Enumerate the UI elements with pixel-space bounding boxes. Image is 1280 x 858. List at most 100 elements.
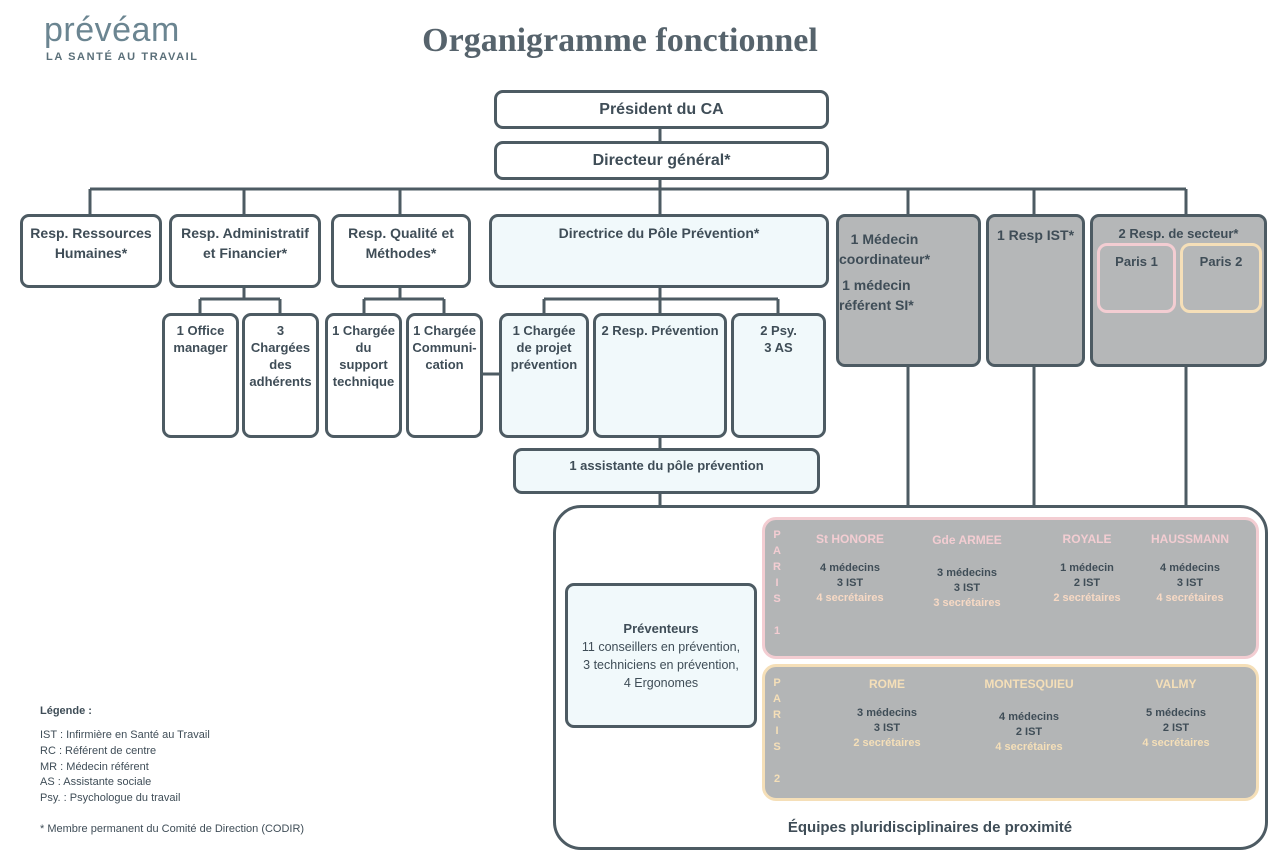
site-secretaires: 3 secrétaires (933, 597, 1001, 609)
site-medecins: 3 médecins (857, 707, 917, 719)
president-label: Président du CA (599, 100, 724, 118)
site-name: HAUSSMANN (1151, 532, 1229, 546)
assistante-label: 1 assistante du pôle prévention (569, 458, 764, 473)
medecin-label: 1 Médecin coordinateur* (839, 231, 931, 267)
site-secretaires: 4 secrétaires (995, 741, 1063, 753)
site-secretaires: 4 secrétaires (1156, 592, 1224, 604)
paris1-letters: P A R I S 1 (770, 527, 784, 639)
site-ist: 3 IST (873, 722, 901, 734)
site-ist: 3 IST (1176, 577, 1204, 589)
letter: P (773, 677, 781, 689)
site-ist: 2 IST (1073, 577, 1101, 589)
prevention-box: Directrice du Pôle Prévention* (489, 214, 829, 288)
legend-item: AS : Assistante sociale (40, 776, 152, 788)
site-name: St HONORE (815, 532, 884, 546)
letter: R (773, 709, 781, 721)
preventeurs-text: 11 conseillers en prévention, 3 technici… (581, 639, 741, 690)
paris1-sub-label: Paris 1 (1115, 254, 1158, 269)
communication-label: 1 Chargée Communi- cation (412, 323, 477, 372)
site-ist: 3 IST (836, 577, 864, 589)
resp-prevention-label: 2 Resp. Prévention (601, 323, 719, 338)
paris2-letters: P A R I S 2 (770, 675, 784, 787)
directeur-label: Directeur général* (592, 151, 731, 169)
medecin-si-label: 1 médecin référent SI* (839, 277, 914, 313)
raf-box: Resp. Administratif et Financier* (169, 214, 321, 288)
preventeurs-title: Préventeurs (623, 620, 699, 636)
president-box: Président du CA (494, 90, 829, 129)
letter: I (775, 577, 779, 589)
adherents-label: 3 Chargées des adhérents (249, 323, 312, 389)
site-medecins: 5 médecins (1146, 707, 1206, 719)
paris2-sub-label: Paris 2 (1199, 254, 1243, 269)
letter: A (773, 545, 781, 557)
support-label: 1 Chargée du support technique (332, 323, 395, 389)
letter: R (773, 561, 781, 573)
logo-tagline: LA SANTÉ AU TRAVAIL (46, 51, 199, 63)
site-secretaires: 4 secrétaires (816, 592, 884, 604)
projet-box: 1 Chargée de projet prévention (499, 313, 589, 438)
legend-item: Psy. : Psychologue du travail (40, 792, 181, 804)
directeur-box: Directeur général* (494, 141, 829, 180)
letter: S (773, 593, 781, 605)
site-name: Gde ARMEE (932, 533, 1002, 547)
site-name: VALMY (1155, 677, 1197, 691)
site-st-honore: St HONORE 4 médecins 3 IST 4 secrétaires (800, 532, 900, 606)
letter: A (773, 693, 781, 705)
site-gde-armee: Gde ARMEE 3 médecins 3 IST 3 secrétaires (917, 533, 1017, 611)
communication-box: 1 Chargée Communi- cation (406, 313, 483, 438)
site-rome: ROME 3 médecins 3 IST 2 secrétaires (837, 677, 937, 751)
office-label: 1 Office manager (173, 323, 228, 355)
site-medecins: 4 médecins (820, 562, 880, 574)
legend-title: Légende : (40, 705, 92, 717)
logo-text: prévéam (44, 11, 180, 49)
paris1-sector (762, 517, 1259, 659)
site-valmy: VALMY 5 médecins 2 IST 4 secrétaires (1126, 677, 1226, 751)
site-ist: 3 IST (953, 582, 981, 594)
psy-box: 2 Psy. 3 AS (731, 313, 826, 438)
medecin-box: 1 Médecin coordinateur* 1 médecin référe… (836, 214, 981, 367)
equipes-label: Équipes pluridisciplinaires de proximité (787, 819, 1073, 836)
ist-box: 1 Resp IST* (986, 214, 1085, 367)
site-name: MONTESQUIEU (984, 677, 1074, 691)
resp-prevention-box: 2 Resp. Prévention (593, 313, 727, 438)
legend-item: RC : Référent de centre (40, 745, 157, 757)
site-haussmann: HAUSSMANN 4 médecins 3 IST 4 secrétaires (1140, 532, 1240, 606)
legend-footnote: * Membre permanent du Comité de Directio… (40, 823, 305, 835)
page-title: Organigramme fonctionnel (422, 22, 818, 59)
qualite-box: Resp. Qualité et Méthodes* (331, 214, 471, 288)
paris2-sub-box: Paris 2 (1180, 243, 1262, 313)
site-secretaires: 2 secrétaires (853, 737, 921, 749)
site-secretaires: 4 secrétaires (1142, 737, 1210, 749)
rh-label: Resp. Ressources Humaines* (30, 225, 152, 261)
letter: 2 (773, 773, 781, 785)
legend-item: IST : Infirmière en Santé au Travail (40, 729, 210, 741)
prevention-label: Directrice du Pôle Prévention* (558, 225, 760, 241)
site-medecins: 1 médecin (1060, 562, 1114, 574)
psy-label: 2 Psy. 3 AS (760, 323, 797, 355)
rh-box: Resp. Ressources Humaines* (20, 214, 162, 288)
site-medecins: 4 médecins (1160, 562, 1220, 574)
letter: 1 (773, 625, 781, 637)
site-ist: 2 IST (1162, 722, 1190, 734)
adherents-box: 3 Chargées des adhérents (242, 313, 319, 438)
site-name: ROME (869, 677, 905, 691)
paris2-sector (762, 664, 1259, 801)
letter: P (773, 529, 781, 541)
support-box: 1 Chargée du support technique (325, 313, 402, 438)
secteur-label: 2 Resp. de secteur* (1118, 226, 1239, 241)
site-royale: ROYALE 1 médecin 2 IST 2 secrétaires (1037, 532, 1137, 606)
site-medecins: 4 médecins (999, 711, 1059, 723)
letter: I (775, 725, 779, 737)
paris1-sub-box: Paris 1 (1097, 243, 1176, 313)
projet-label: 1 Chargée de projet prévention (510, 323, 578, 372)
site-medecins: 3 médecins (937, 567, 997, 579)
logo: prévéam LA SANTÉ AU TRAVAIL (44, 10, 224, 72)
site-name: ROYALE (1062, 532, 1112, 546)
raf-label: Resp. Administratif et Financier* (181, 225, 309, 261)
preventeurs-box: Préventeurs 11 conseillers en prévention… (565, 583, 757, 728)
ist-label: 1 Resp IST* (996, 227, 1075, 243)
site-montesquieu: MONTESQUIEU 4 médecins 2 IST 4 secrétair… (974, 677, 1084, 755)
qualite-label: Resp. Qualité et Méthodes* (348, 225, 454, 261)
site-secretaires: 2 secrétaires (1053, 592, 1121, 604)
